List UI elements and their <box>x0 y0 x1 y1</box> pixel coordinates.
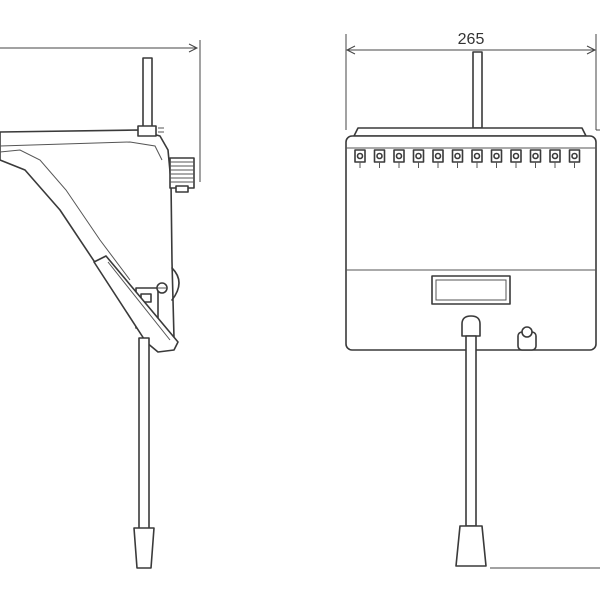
side-screw <box>156 282 168 294</box>
terminal-connector <box>451 149 464 168</box>
terminal-connector <box>568 149 581 168</box>
side-view-top-dimension <box>0 40 201 182</box>
terminal-connector <box>393 149 405 168</box>
front-width-label: 265 <box>458 31 485 48</box>
front-width-dimension: 265 <box>345 31 597 130</box>
side-top-connector <box>137 125 157 137</box>
terminal-connector <box>490 149 503 168</box>
side-top-rod <box>142 57 153 137</box>
terminal-connector <box>412 149 425 168</box>
side-rear-bulge <box>171 267 180 301</box>
front-lid <box>353 127 587 137</box>
terminal-connector <box>529 149 542 168</box>
terminal-connector <box>373 149 386 168</box>
front-terminal-block <box>354 149 581 168</box>
terminal-connector <box>549 149 561 168</box>
terminal-connector <box>471 149 483 168</box>
terminal-connector <box>354 149 366 168</box>
terminal-connector <box>432 149 444 168</box>
side-threaded-fitting <box>169 157 195 193</box>
side-probe-rod <box>138 337 150 531</box>
front-probe-connector <box>461 315 481 337</box>
terminal-connector <box>510 149 522 168</box>
front-probe-tip <box>455 525 487 567</box>
front-probe-rod <box>465 335 477 527</box>
front-view: 265 <box>345 31 600 569</box>
front-display-window <box>431 275 511 305</box>
side-view <box>0 40 201 569</box>
front-top-rod <box>472 51 483 129</box>
front-knob <box>517 326 537 351</box>
side-probe-tip <box>133 527 155 569</box>
